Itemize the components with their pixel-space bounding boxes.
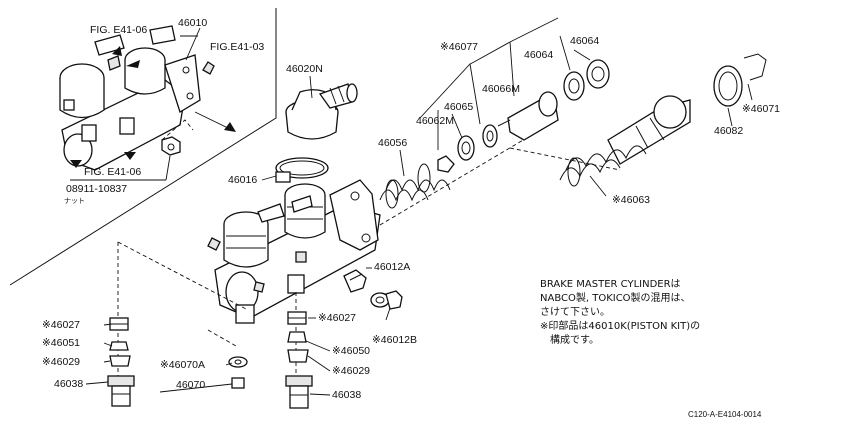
label-46056: 46056 bbox=[378, 137, 407, 149]
label-46038-right: 46038 bbox=[332, 389, 361, 401]
note-block: BRAKE MASTER CYLINDERは NABCO製, TOKICO製の混… bbox=[540, 278, 790, 348]
piston-kit bbox=[379, 17, 767, 209]
note-line-1: BRAKE MASTER CYLINDERは bbox=[540, 279, 681, 290]
label-46077: ※46077 bbox=[440, 41, 478, 53]
label-nut: ナット bbox=[64, 197, 85, 205]
label-46071: ※46071 bbox=[742, 103, 780, 115]
label-46012B: ※46012B bbox=[372, 334, 417, 346]
label-46027-right: ※46027 bbox=[318, 312, 356, 324]
label-46020N: 46020N bbox=[286, 63, 323, 75]
label-46070: 46070 bbox=[176, 379, 205, 391]
label-46050: ※46050 bbox=[332, 345, 370, 357]
fitting-46012 bbox=[343, 267, 403, 321]
label-46012A: 46012A bbox=[374, 261, 410, 273]
label-46051: ※46051 bbox=[42, 337, 80, 349]
clamp-46016 bbox=[275, 157, 329, 183]
label-46065: 46065 bbox=[444, 101, 473, 113]
label-fig-e41-03: FIG.E41-03 bbox=[210, 41, 264, 53]
label-46016: 46016 bbox=[228, 174, 257, 186]
note-line-5: 構成です。 bbox=[550, 335, 599, 346]
label-46010: 46010 bbox=[178, 17, 207, 29]
label-08911-10837: 08911-10837 bbox=[66, 183, 127, 195]
label-46070A: ※46070A bbox=[160, 359, 205, 371]
note-line-3: さけて下さい。 bbox=[540, 307, 610, 318]
label-46064-b: 46064 bbox=[524, 49, 553, 61]
reservoir-46020N bbox=[285, 83, 358, 140]
label-46062M: 46062M bbox=[416, 115, 454, 127]
label-46029-right: ※46029 bbox=[332, 365, 370, 377]
main-master-cylinder bbox=[117, 129, 541, 380]
note-line-2: NABCO製, TOKICO製の混用は、 bbox=[540, 293, 691, 304]
label-fig-e41-06-bottom: FIG. E41-06 bbox=[84, 166, 141, 178]
part-labels: FIG. E41-06 46010 FIG.E41-03 FIG. E41-06… bbox=[42, 17, 780, 401]
inset-master-cylinder bbox=[59, 25, 236, 181]
label-46066M: 46066M bbox=[482, 83, 520, 95]
inset-frame bbox=[9, 8, 277, 286]
bottom-left-stack bbox=[107, 317, 135, 407]
leader-lines bbox=[85, 27, 733, 396]
drawing-code: C120-A-E4104-0014 bbox=[688, 410, 762, 419]
bottom-middle-stack bbox=[159, 311, 313, 409]
label-46063: ※46063 bbox=[612, 194, 650, 206]
label-fig-e41-06-top: FIG. E41-06 bbox=[90, 24, 147, 36]
label-46029-left: ※46029 bbox=[42, 356, 80, 368]
note-line-4: ※印部品は46010K(PISTON KIT)の bbox=[540, 321, 701, 332]
label-46064-a: 46064 bbox=[570, 35, 599, 47]
label-46038-left: 46038 bbox=[54, 378, 83, 390]
label-46082: 46082 bbox=[714, 125, 743, 137]
label-46027-left: ※46027 bbox=[42, 319, 80, 331]
